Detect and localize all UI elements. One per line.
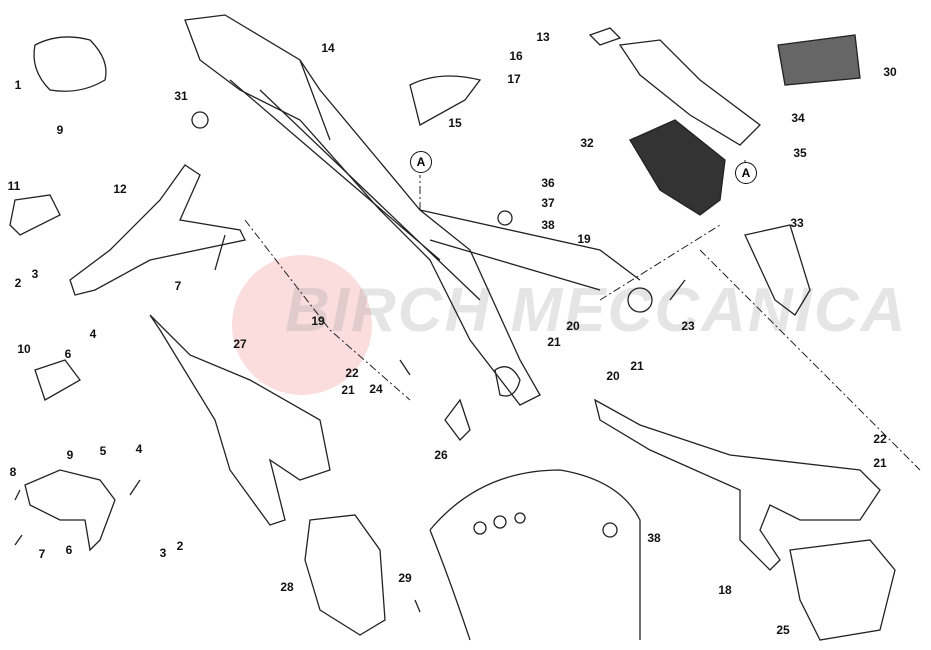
part-label-7: 7 bbox=[174, 279, 182, 293]
part-label-21: 21 bbox=[630, 359, 644, 373]
part-label-31: 31 bbox=[174, 89, 188, 103]
part-label-2: 2 bbox=[176, 539, 184, 553]
part-label-21: 21 bbox=[873, 456, 887, 470]
part-label-19: 19 bbox=[577, 232, 591, 246]
part-label-9: 9 bbox=[66, 448, 74, 462]
part-tail-cover bbox=[594, 398, 881, 571]
part-label-38: 38 bbox=[647, 531, 661, 545]
part-bracket bbox=[409, 75, 482, 126]
part-footpeg bbox=[9, 194, 61, 236]
part-label-27: 27 bbox=[233, 337, 247, 351]
part-label-28: 28 bbox=[280, 580, 294, 594]
part-label-10: 10 bbox=[17, 342, 31, 356]
part-lower-bracket bbox=[24, 469, 116, 552]
part-label-15: 15 bbox=[448, 116, 462, 130]
part-label-6: 6 bbox=[65, 543, 73, 557]
part-label-25: 25 bbox=[776, 623, 790, 637]
part-label-17: 17 bbox=[507, 72, 521, 86]
part-label-5: 5 bbox=[99, 444, 107, 458]
part-label-32: 32 bbox=[580, 136, 594, 150]
part-label-2: 2 bbox=[14, 276, 22, 290]
part-label-37: 37 bbox=[541, 196, 555, 210]
part-label-33: 33 bbox=[790, 216, 804, 230]
part-label-11: 11 bbox=[7, 179, 21, 193]
part-label-1: 1 bbox=[14, 78, 22, 92]
part-side-panel bbox=[149, 314, 331, 526]
part-label-4: 4 bbox=[89, 327, 97, 341]
part-label-7: 7 bbox=[38, 547, 46, 561]
watermark-text: BIRCH MECCANICA bbox=[285, 276, 908, 345]
part-label-16: 16 bbox=[509, 49, 523, 63]
reference-mark: A bbox=[410, 151, 432, 173]
part-label-21: 21 bbox=[547, 335, 561, 349]
part-label-4: 4 bbox=[135, 442, 143, 456]
part-label-23: 23 bbox=[681, 319, 695, 333]
part-label-35: 35 bbox=[793, 146, 807, 160]
part-label-21: 21 bbox=[341, 383, 355, 397]
part-peg-bracket bbox=[69, 164, 246, 296]
part-label-20: 20 bbox=[606, 369, 620, 383]
part-label-8: 8 bbox=[9, 465, 17, 479]
part-tail-light-lens bbox=[789, 539, 896, 641]
part-label-3: 3 bbox=[31, 267, 39, 281]
part-seat-pad bbox=[33, 36, 107, 92]
part-label-38: 38 bbox=[541, 218, 555, 232]
part-label-22: 22 bbox=[873, 432, 887, 446]
part-heel-guard bbox=[304, 514, 386, 636]
part-number-holder bbox=[744, 224, 811, 316]
part-label-26: 26 bbox=[434, 448, 448, 462]
watermark-logo bbox=[232, 255, 372, 395]
part-label-29: 29 bbox=[398, 571, 412, 585]
part-label-34: 34 bbox=[791, 111, 805, 125]
part-rear-frame bbox=[184, 14, 541, 406]
part-label-13: 13 bbox=[536, 30, 550, 44]
part-tail-light bbox=[629, 119, 726, 216]
part-label-18: 18 bbox=[718, 583, 732, 597]
part-plate bbox=[777, 34, 861, 86]
part-label-20: 20 bbox=[566, 319, 580, 333]
part-label-14: 14 bbox=[321, 41, 335, 55]
part-label-24: 24 bbox=[369, 382, 383, 396]
part-fuel-tank bbox=[429, 469, 641, 641]
reference-mark: A bbox=[735, 162, 757, 184]
part-label-19: 19 bbox=[311, 314, 325, 328]
part-label-22: 22 bbox=[345, 366, 359, 380]
part-label-6: 6 bbox=[64, 347, 72, 361]
part-label-36: 36 bbox=[541, 176, 555, 190]
part-tail-bracket bbox=[618, 39, 761, 146]
part-label-9: 9 bbox=[56, 123, 64, 137]
part-label-30: 30 bbox=[883, 65, 897, 79]
part-label-3: 3 bbox=[159, 546, 167, 560]
part-label-12: 12 bbox=[113, 182, 127, 196]
part-footpeg-2 bbox=[34, 359, 81, 401]
